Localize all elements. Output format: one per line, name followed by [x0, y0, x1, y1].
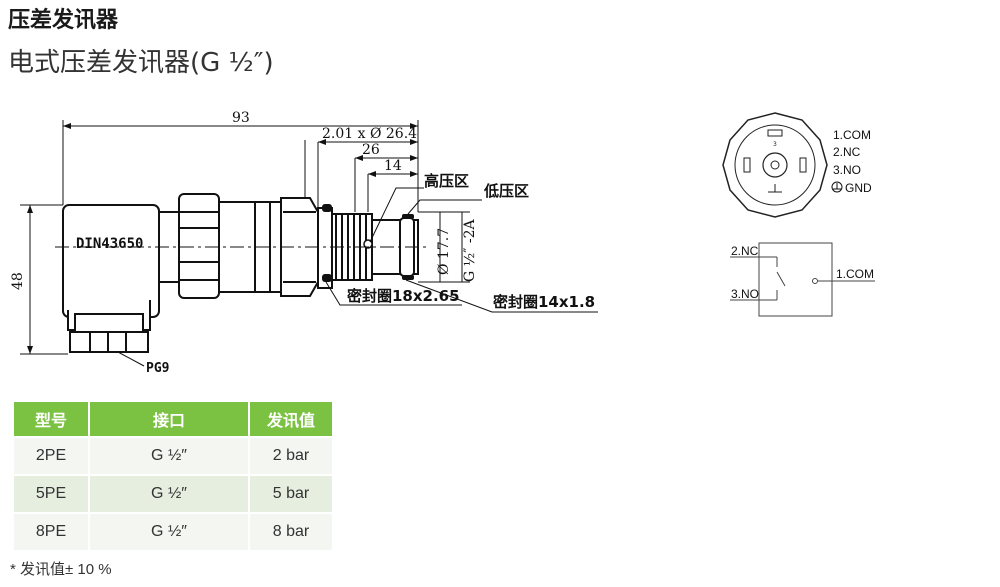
- footnote: * 发讯值± 10 %: [10, 561, 112, 578]
- seal-14-label: 密封圈14x1.8: [493, 293, 595, 311]
- table-header-row: 型号 接口 发讯值: [14, 402, 332, 436]
- seal-18-label: 密封圈18x2.65: [347, 287, 460, 305]
- pg9-label: PG9: [146, 361, 169, 376]
- dia-17-7: Ø 17.7: [436, 228, 452, 275]
- connector-face: 3: [722, 112, 828, 218]
- cell-port: G ½″: [90, 514, 248, 550]
- pin-1-label: 1.COM: [833, 128, 871, 142]
- cell-model: 8PE: [14, 514, 88, 550]
- pin-2-label: 2.NC: [833, 145, 861, 159]
- product-title: 电式压差发讯器(G ½″): [8, 48, 274, 78]
- table-row: 8PE G ½″ 8 bar: [14, 514, 332, 550]
- dim-14: 14: [384, 158, 402, 174]
- col-header-signal: 发讯值: [250, 402, 332, 436]
- schem-no: 3.NO: [731, 287, 759, 301]
- section-title: 压差发讯器: [8, 8, 119, 33]
- dim-48: 48: [10, 272, 26, 290]
- pin-3-label: 3.NO: [833, 163, 861, 177]
- cell-port: G ½″: [90, 476, 248, 512]
- spec-table: 型号 接口 发讯值 2PE G ½″ 2 bar 5PE G ½″ 5 bar …: [12, 400, 334, 552]
- dim-93: 93: [232, 110, 250, 126]
- table-row: 2PE G ½″ 2 bar: [14, 438, 332, 474]
- thread-label: G ½″ -2A: [462, 218, 478, 282]
- col-header-model: 型号: [14, 402, 88, 436]
- face-mark-3: 3: [773, 141, 777, 148]
- schem-com: 1.COM: [836, 267, 874, 281]
- cell-model: 2PE: [14, 438, 88, 474]
- schem-nc: 2.NC: [731, 244, 759, 258]
- cell-signal: 5 bar: [250, 476, 332, 512]
- dim-thread-spec: 2.01 x Ø 26.4: [322, 126, 417, 142]
- cell-model: 5PE: [14, 476, 88, 512]
- cell-signal: 2 bar: [250, 438, 332, 474]
- ground-icon: [831, 181, 843, 193]
- pin-gnd-label: GND: [845, 181, 872, 195]
- high-pressure-label: 高压区: [424, 172, 469, 190]
- dim-26: 26: [362, 142, 380, 158]
- col-header-port: 接口: [90, 402, 248, 436]
- cell-port: G ½″: [90, 438, 248, 474]
- switch-schematic: [730, 242, 875, 317]
- low-pressure-label: 低压区: [483, 182, 529, 200]
- cell-signal: 8 bar: [250, 514, 332, 550]
- connector-label: DIN43650: [76, 236, 143, 252]
- table-row: 5PE G ½″ 5 bar: [14, 476, 332, 512]
